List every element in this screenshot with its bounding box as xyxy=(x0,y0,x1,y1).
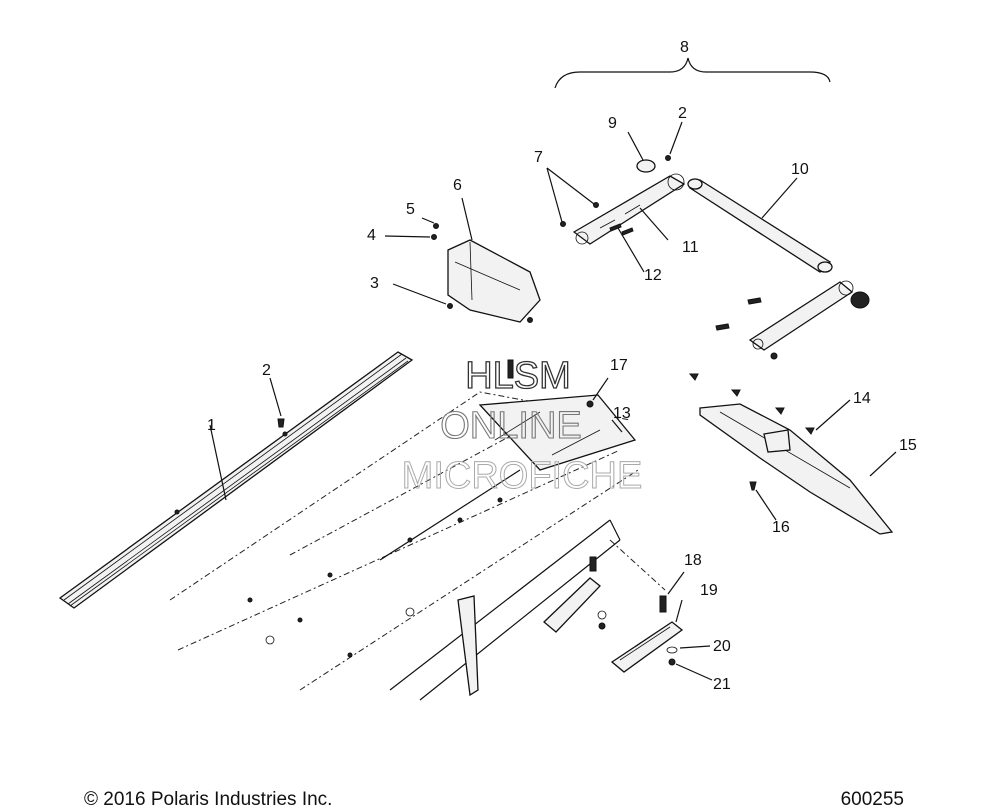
callout-10: 10 xyxy=(791,161,809,178)
runner-left xyxy=(543,556,607,633)
runner-part-19 xyxy=(610,599,684,673)
watermark-line-1: HLSM xyxy=(465,355,571,397)
callout-20: 20 xyxy=(713,638,731,655)
rivet-part-2-right xyxy=(665,121,683,161)
callout-2: 2 xyxy=(678,105,687,122)
callout-1: 1 xyxy=(207,417,216,434)
fastener-part-16 xyxy=(749,481,777,521)
callout-12: 12 xyxy=(644,267,662,284)
rivet-part-2-left xyxy=(269,377,285,428)
callout-4: 4 xyxy=(367,227,376,244)
assembly-bracket-8 xyxy=(554,57,831,89)
pin-part-18 xyxy=(659,571,685,613)
storage-box-part-6 xyxy=(447,197,541,323)
nut-part-21 xyxy=(668,658,713,681)
callout-8: 8 xyxy=(680,39,689,56)
bolts-part-12 xyxy=(609,223,645,273)
rivet-part-17 xyxy=(586,377,609,408)
drawing-number: 600255 xyxy=(840,789,904,810)
callout-6: 6 xyxy=(453,177,462,194)
callout-21: 21 xyxy=(713,676,731,693)
bracket-part-13 xyxy=(478,394,637,471)
watermark-line-3: MICROFICHE xyxy=(402,455,643,497)
lower-arm xyxy=(715,280,870,360)
callout-5: 5 xyxy=(406,201,415,218)
callout-7: 7 xyxy=(534,149,543,166)
washer-part-20 xyxy=(666,645,711,654)
rail-part-1 xyxy=(58,351,414,609)
callout-18: 18 xyxy=(684,552,702,569)
tunnel-body xyxy=(169,391,666,701)
fasteners-3-4-5 xyxy=(384,217,533,323)
callout-17: 17 xyxy=(610,357,628,374)
callout-16: 16 xyxy=(772,519,790,536)
arm-part-11 xyxy=(572,173,686,245)
callout-13: 13 xyxy=(613,405,631,422)
callout-14: 14 xyxy=(853,390,871,407)
shaft-part-10 xyxy=(687,177,833,273)
callout-19: 19 xyxy=(700,582,718,599)
fasteners-part-7 xyxy=(546,167,599,227)
watermark-line-2: ONLINE xyxy=(440,405,581,447)
copyright-text: © 2016 Polaris Industries Inc. xyxy=(84,789,333,810)
callout-9: 9 xyxy=(608,115,617,132)
callout-11: 11 xyxy=(682,239,699,256)
callout-2: 2 xyxy=(262,362,271,379)
bolt-near-13 xyxy=(507,359,514,379)
callout-15: 15 xyxy=(899,437,917,454)
bumper-part-15 xyxy=(699,403,897,535)
callout-3: 3 xyxy=(370,275,379,292)
washer-part-9 xyxy=(627,131,656,173)
screws-part-14 xyxy=(688,373,851,435)
